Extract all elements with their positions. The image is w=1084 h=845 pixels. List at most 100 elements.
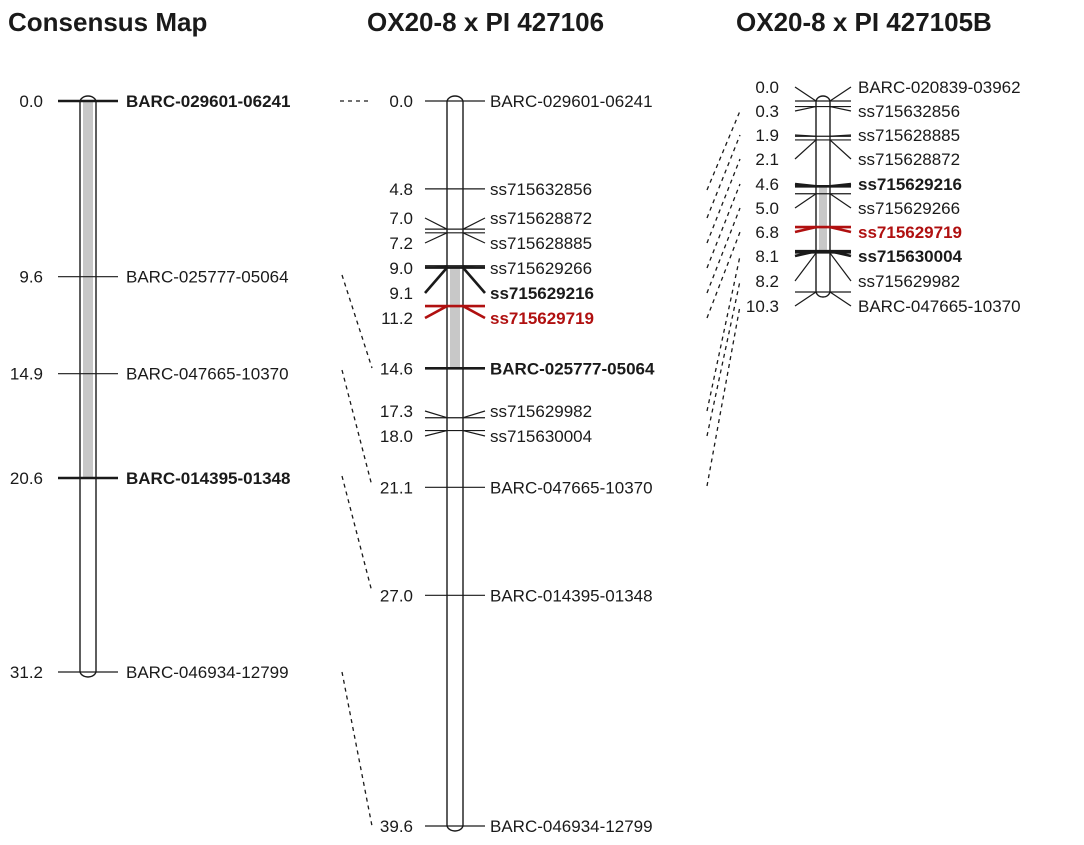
qtl-interval [450,265,460,369]
marker-position: 6.8 [755,223,779,242]
marker-position: 10.3 [746,297,779,316]
marker-position: 1.9 [755,126,779,145]
marker-position: 39.6 [380,817,413,836]
title-ox20-8-x-pi427106: OX20-8 x PI 427106 [367,7,604,37]
marker-position: 9.0 [389,259,413,278]
marker-name: BARC-047665-10370 [490,478,653,497]
marker-position: 31.2 [10,663,43,682]
connector-line [706,305,741,487]
marker-position: 8.2 [755,272,779,291]
marker-name: BARC-014395-01348 [490,586,653,605]
marker-leader [794,105,817,112]
marker-position: 9.1 [389,284,413,303]
marker-position: 21.1 [380,478,413,497]
marker-leader [794,134,817,137]
marker-leader [462,232,486,244]
marker-leader [829,225,852,234]
marker-position: 4.6 [755,175,779,194]
connector-line [341,671,373,827]
marker-leader [829,139,852,160]
marker-leader [829,105,852,112]
marker-leader [462,266,486,294]
marker-name: BARC-029601-06241 [490,92,653,111]
marker-position: 0.0 [755,78,779,97]
marker-leader [462,217,486,230]
connector-line [341,369,373,487]
marker-name: BARC-047665-10370 [126,365,289,384]
marker-leader [794,139,817,160]
marker-name: BARC-025777-05064 [490,359,655,378]
marker-position: 2.1 [755,150,779,169]
marker-position: 7.0 [389,209,413,228]
marker-name: ss715629982 [858,272,960,291]
marker-leader [424,232,448,244]
marker-leader [794,252,817,282]
marker-name: BARC-046934-12799 [490,817,653,836]
marker-position: 27.0 [380,586,413,605]
marker-leader [424,410,448,419]
marker-leader [424,217,448,230]
qtl-interval [819,186,827,252]
connector-line [706,280,741,437]
linkage-group-pi427106: 0.0 BARC-029601-06241 4.8 ss715632856 7.0 ss7… [380,92,655,836]
marker-position: 14.9 [10,365,43,384]
marker-position: 18.0 [380,427,413,446]
marker-position: 0.0 [389,92,413,111]
marker-leader [794,86,817,102]
marker-position: 0.3 [755,102,779,121]
marker-leader [794,182,817,188]
marker-position: 0.0 [19,92,43,111]
marker-position: 11.2 [381,309,413,328]
connector-line [706,183,741,269]
marker-leader [829,252,852,282]
marker-name: ss715630004 [490,427,592,446]
marker-position: 14.6 [380,359,413,378]
connector-line [706,134,741,219]
connector-line [706,231,741,319]
marker-name: ss715629719 [858,223,962,242]
marker-position: 7.2 [389,234,413,253]
marker-leader [794,225,817,234]
marker-name: ss715632856 [490,180,592,199]
marker-position: 20.6 [10,469,43,488]
marker-name: ss715629719 [490,309,594,328]
marker-leader [794,291,817,307]
marker-name: ss715629266 [858,199,960,218]
marker-leader [829,86,852,102]
marker-leader [462,304,486,320]
title-ox20-8-x-pi427105b: OX20-8 x PI 427105B [736,7,992,37]
connector-line [706,255,741,412]
connector-line [341,274,373,369]
marker-leader [829,134,852,137]
connector-line [341,475,373,593]
title-consensus-map: Consensus Map [8,7,207,37]
marker-name: ss715629216 [858,175,962,194]
marker-leader [424,304,448,320]
marker-position: 17.3 [380,402,413,421]
marker-name: ss715629266 [490,259,592,278]
chromosome-bar [446,95,464,832]
marker-leader [462,429,486,437]
qtl-interval [83,101,93,479]
connector-line [706,158,741,244]
marker-position: 4.8 [389,180,413,199]
marker-name: ss715629216 [490,284,594,303]
marker-leader [794,193,817,209]
marker-name: BARC-047665-10370 [858,297,1021,316]
marker-name: BARC-046934-12799 [126,663,289,682]
marker-leader [462,410,486,419]
marker-name: ss715628885 [858,126,960,145]
marker-name: ss715632856 [858,102,960,121]
marker-name: BARC-029601-06241 [126,92,290,111]
marker-leader [829,291,852,307]
connector-line [706,110,741,191]
marker-leader [424,266,448,294]
marker-name: BARC-020839-03962 [858,78,1021,97]
marker-name: BARC-025777-05064 [126,268,289,287]
marker-name: ss715628872 [490,209,592,228]
marker-connectors [340,100,741,827]
marker-leader [829,182,852,188]
